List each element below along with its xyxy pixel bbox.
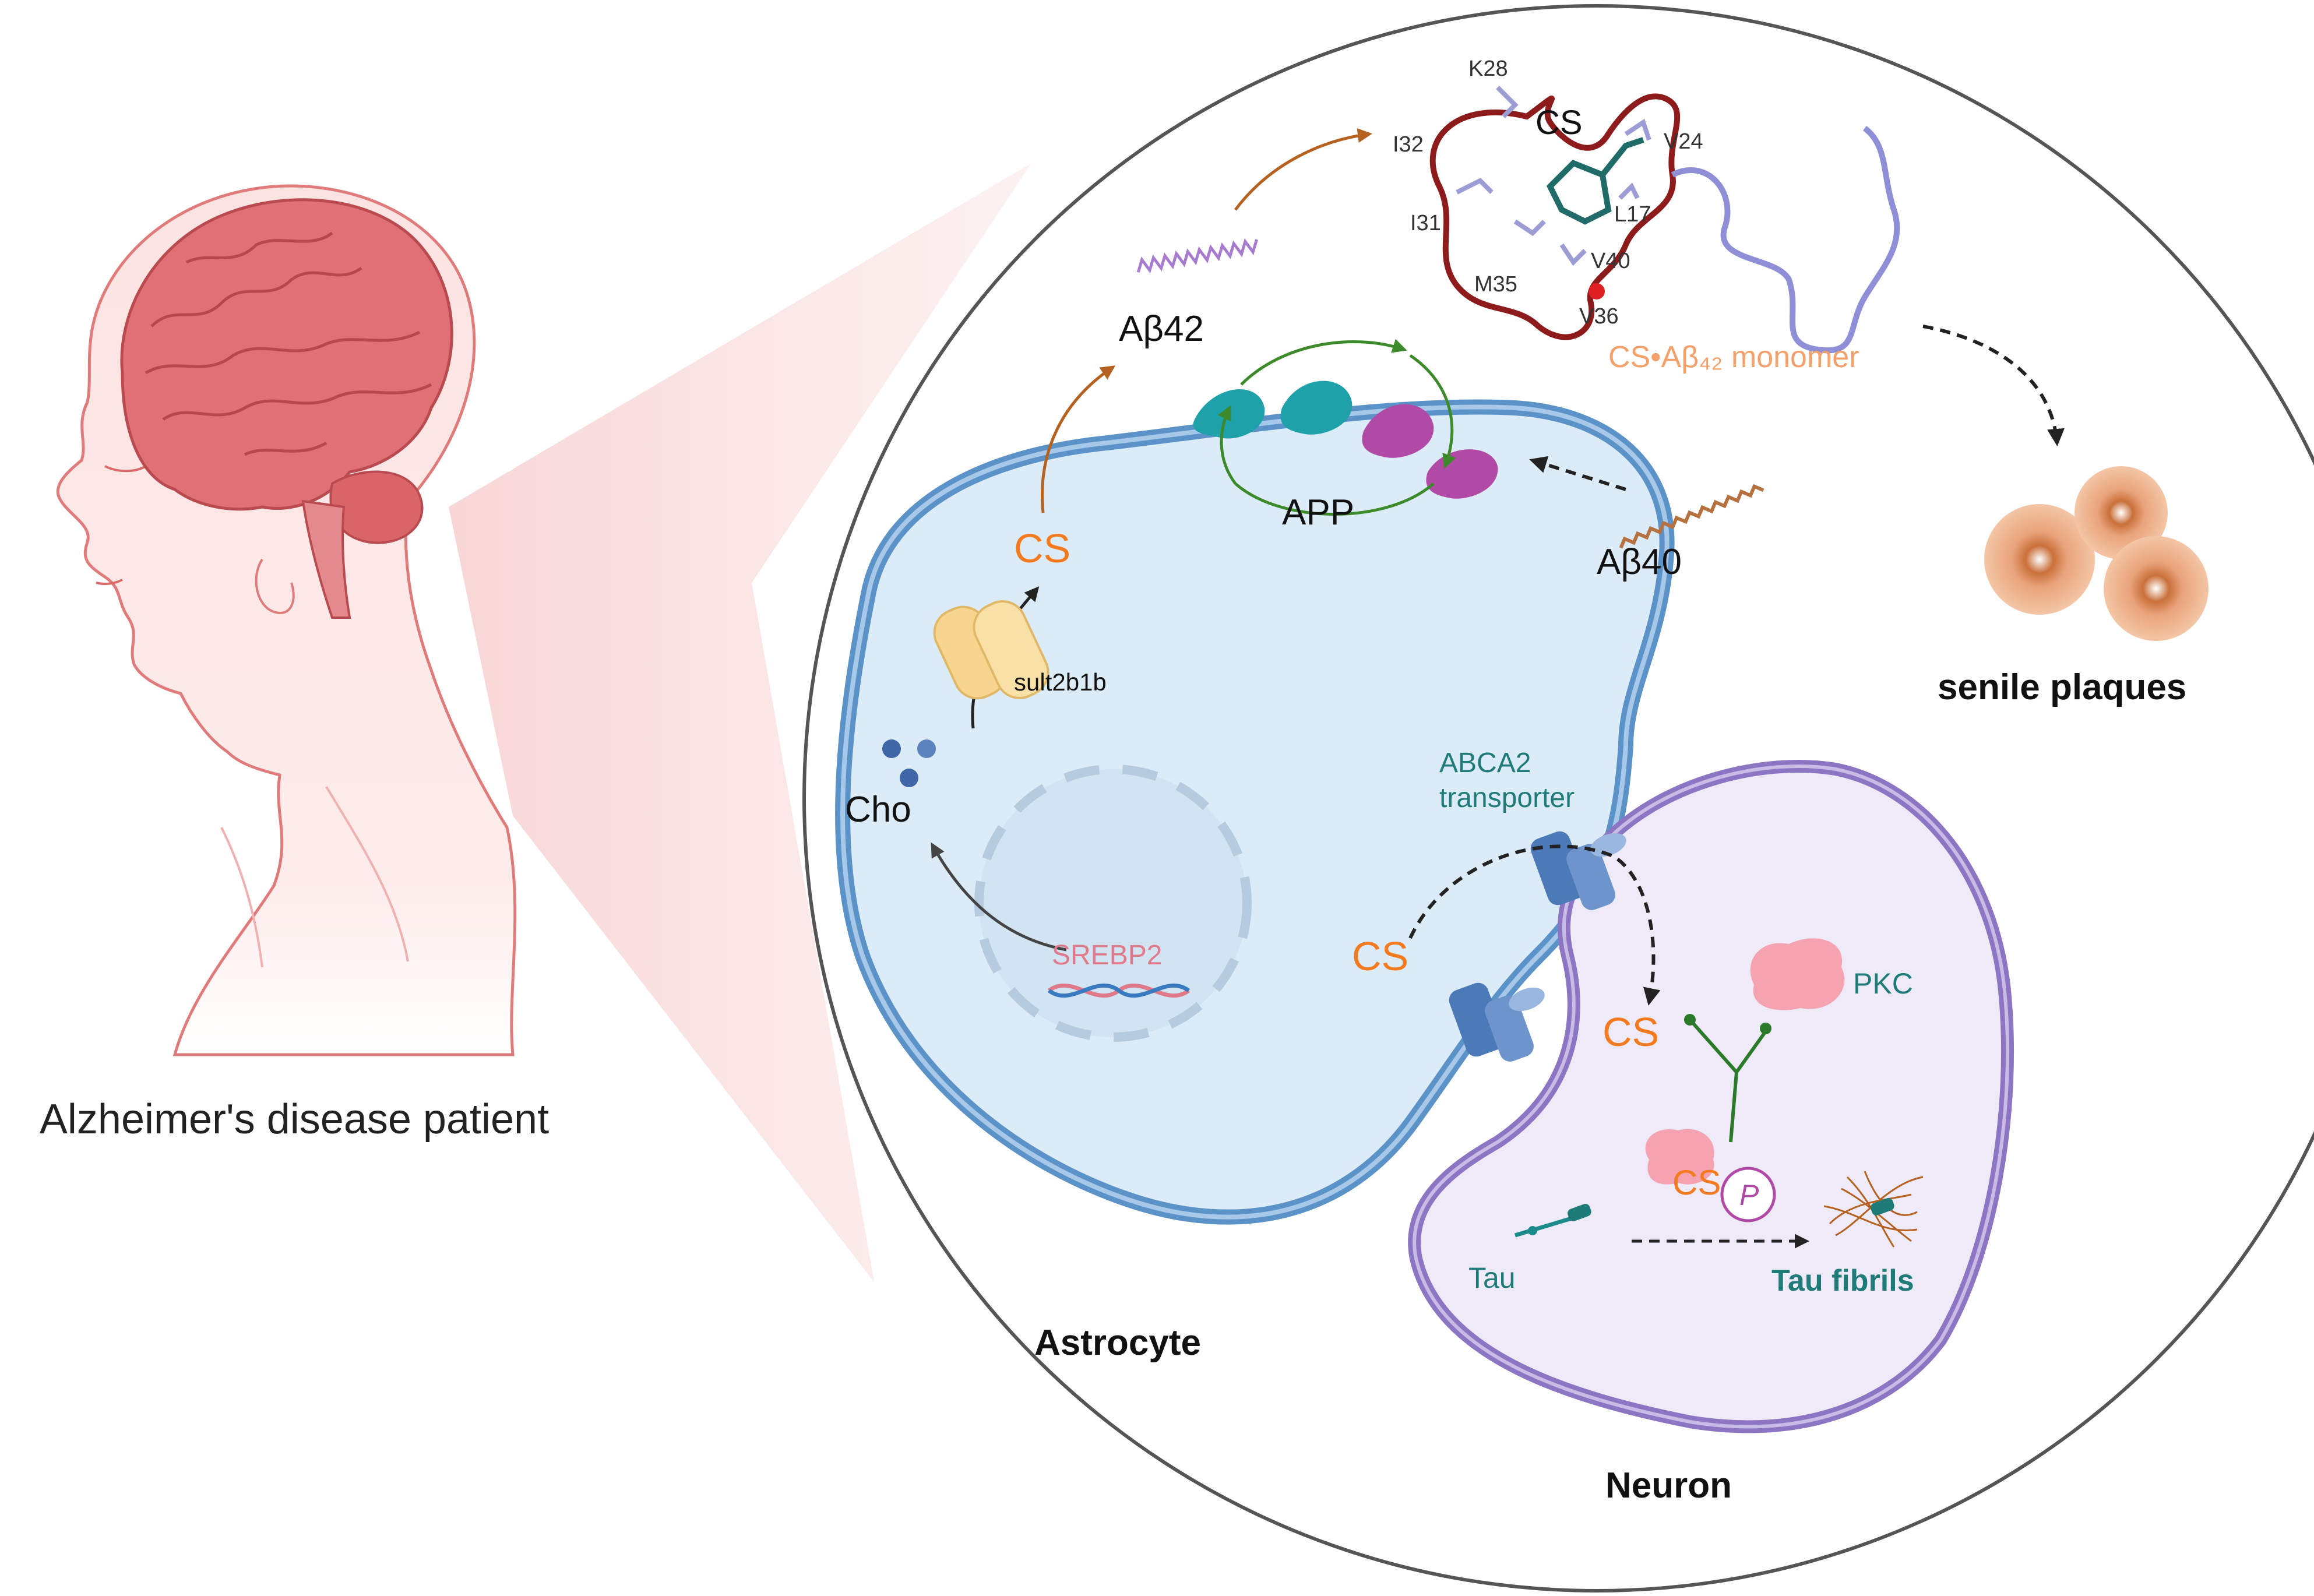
senile-plaques-graphic [1984, 466, 2209, 641]
residue-v40: V40 [1591, 249, 1630, 273]
app-cycle-arrow-bottom [1234, 482, 1435, 516]
label-cs-neuron: CS [1602, 1009, 1659, 1055]
label-astrocyte: Astrocyte [1034, 1323, 1201, 1363]
phosphate-circle [1720, 1167, 1776, 1222]
peptide-backbone-red [1429, 93, 1681, 340]
residue-v36: V36 [1579, 304, 1619, 329]
side-chains [1456, 86, 1651, 266]
app-protein-2 [1280, 380, 1353, 435]
cs-molecule [1546, 137, 1644, 225]
label-cs-middle: CS [1352, 933, 1408, 979]
monomer-to-plaques-arrow [1922, 325, 2065, 446]
cs-to-ab42-arrow [1041, 365, 1116, 513]
pkc-protein-small [1645, 1129, 1714, 1185]
label-ab42: Aβ42 [1119, 309, 1204, 349]
label-tau-fibrils: Tau fibrils [1771, 1264, 1914, 1298]
zoom-cone [449, 163, 1031, 1282]
tau-protein [1514, 1204, 1591, 1238]
patient-figure: Alzheimer's disease patient [40, 184, 549, 1143]
label-cs-astrocyte: CS [1014, 526, 1070, 571]
ab42-fibril [1136, 238, 1258, 274]
neck-line [325, 785, 409, 962]
residue-k28: K28 [1468, 57, 1508, 81]
plaque-1 [1984, 504, 2095, 615]
label-cho: Cho [845, 790, 911, 830]
tau-fibrils-graphic [1823, 1171, 1924, 1248]
residue-v24: V24 [1664, 129, 1703, 154]
label-neuron: Neuron [1605, 1465, 1732, 1506]
inhibition-marks [1684, 1014, 1771, 1143]
app-cycle-arrow-left [1217, 405, 1237, 485]
residue-i31: I31 [1410, 211, 1441, 235]
label-cs-phospho: CS [1672, 1163, 1721, 1202]
residue-cs: CS [1535, 104, 1583, 142]
cs-transport-arrow [1408, 844, 1661, 1006]
app-protein-3 [1362, 404, 1434, 458]
ear [255, 558, 295, 614]
residue-l17: L17 [1614, 202, 1651, 227]
brainstem [301, 499, 351, 619]
neuron-cell [1408, 760, 2014, 1433]
mouth [96, 579, 123, 586]
app-cycle-arrow-right [1409, 354, 1456, 469]
neck-line-2 [220, 827, 263, 968]
label-monomer: CS•Aβ₄₂ monomer [1608, 340, 1859, 374]
label-abca2: ABCA2 [1439, 748, 1531, 778]
c-terminus-dot [1589, 283, 1605, 300]
residue-i32: I32 [1393, 132, 1424, 157]
ab40-fibril [1619, 484, 1764, 549]
app-cycle-arrow-top [1240, 339, 1407, 386]
label-sult2b1b: sult2b1b [1014, 668, 1107, 696]
label-senile-plaques: senile plaques [1938, 667, 2186, 707]
label-app: APP [1282, 492, 1354, 533]
label-pkc: PKC [1853, 967, 1913, 1000]
pkc-protein [1750, 938, 1845, 1010]
ab42-to-monomer-arrow [1234, 128, 1372, 211]
label-p: P [1739, 1179, 1759, 1211]
srebp2-dna [1047, 983, 1191, 998]
patient-label: Alzheimer's disease patient [40, 1096, 549, 1143]
srebp-to-cho-arrow [931, 842, 1067, 952]
plaque-2 [2075, 466, 2168, 559]
plaque-3 [2104, 536, 2209, 641]
eye [104, 465, 147, 473]
residue-m35: M35 [1474, 272, 1517, 297]
brain [120, 198, 453, 511]
label-srebp2: SREBP2 [1052, 940, 1162, 971]
brain-folds [145, 231, 432, 456]
nucleus [974, 764, 1252, 1042]
sult2b1b-enzyme [933, 600, 1049, 700]
peptide-backbone-lavender [1671, 126, 1900, 354]
label-transporter: transporter [1439, 783, 1575, 813]
label-ab40: Aβ40 [1597, 542, 1682, 582]
cholesterol-molecules [882, 739, 936, 787]
abca2-transporter-top [1530, 831, 1626, 910]
label-tau: Tau [1468, 1262, 1516, 1294]
cs-ab42-structure [1429, 86, 1900, 354]
abca2-transporter-bottom [1449, 982, 1545, 1062]
